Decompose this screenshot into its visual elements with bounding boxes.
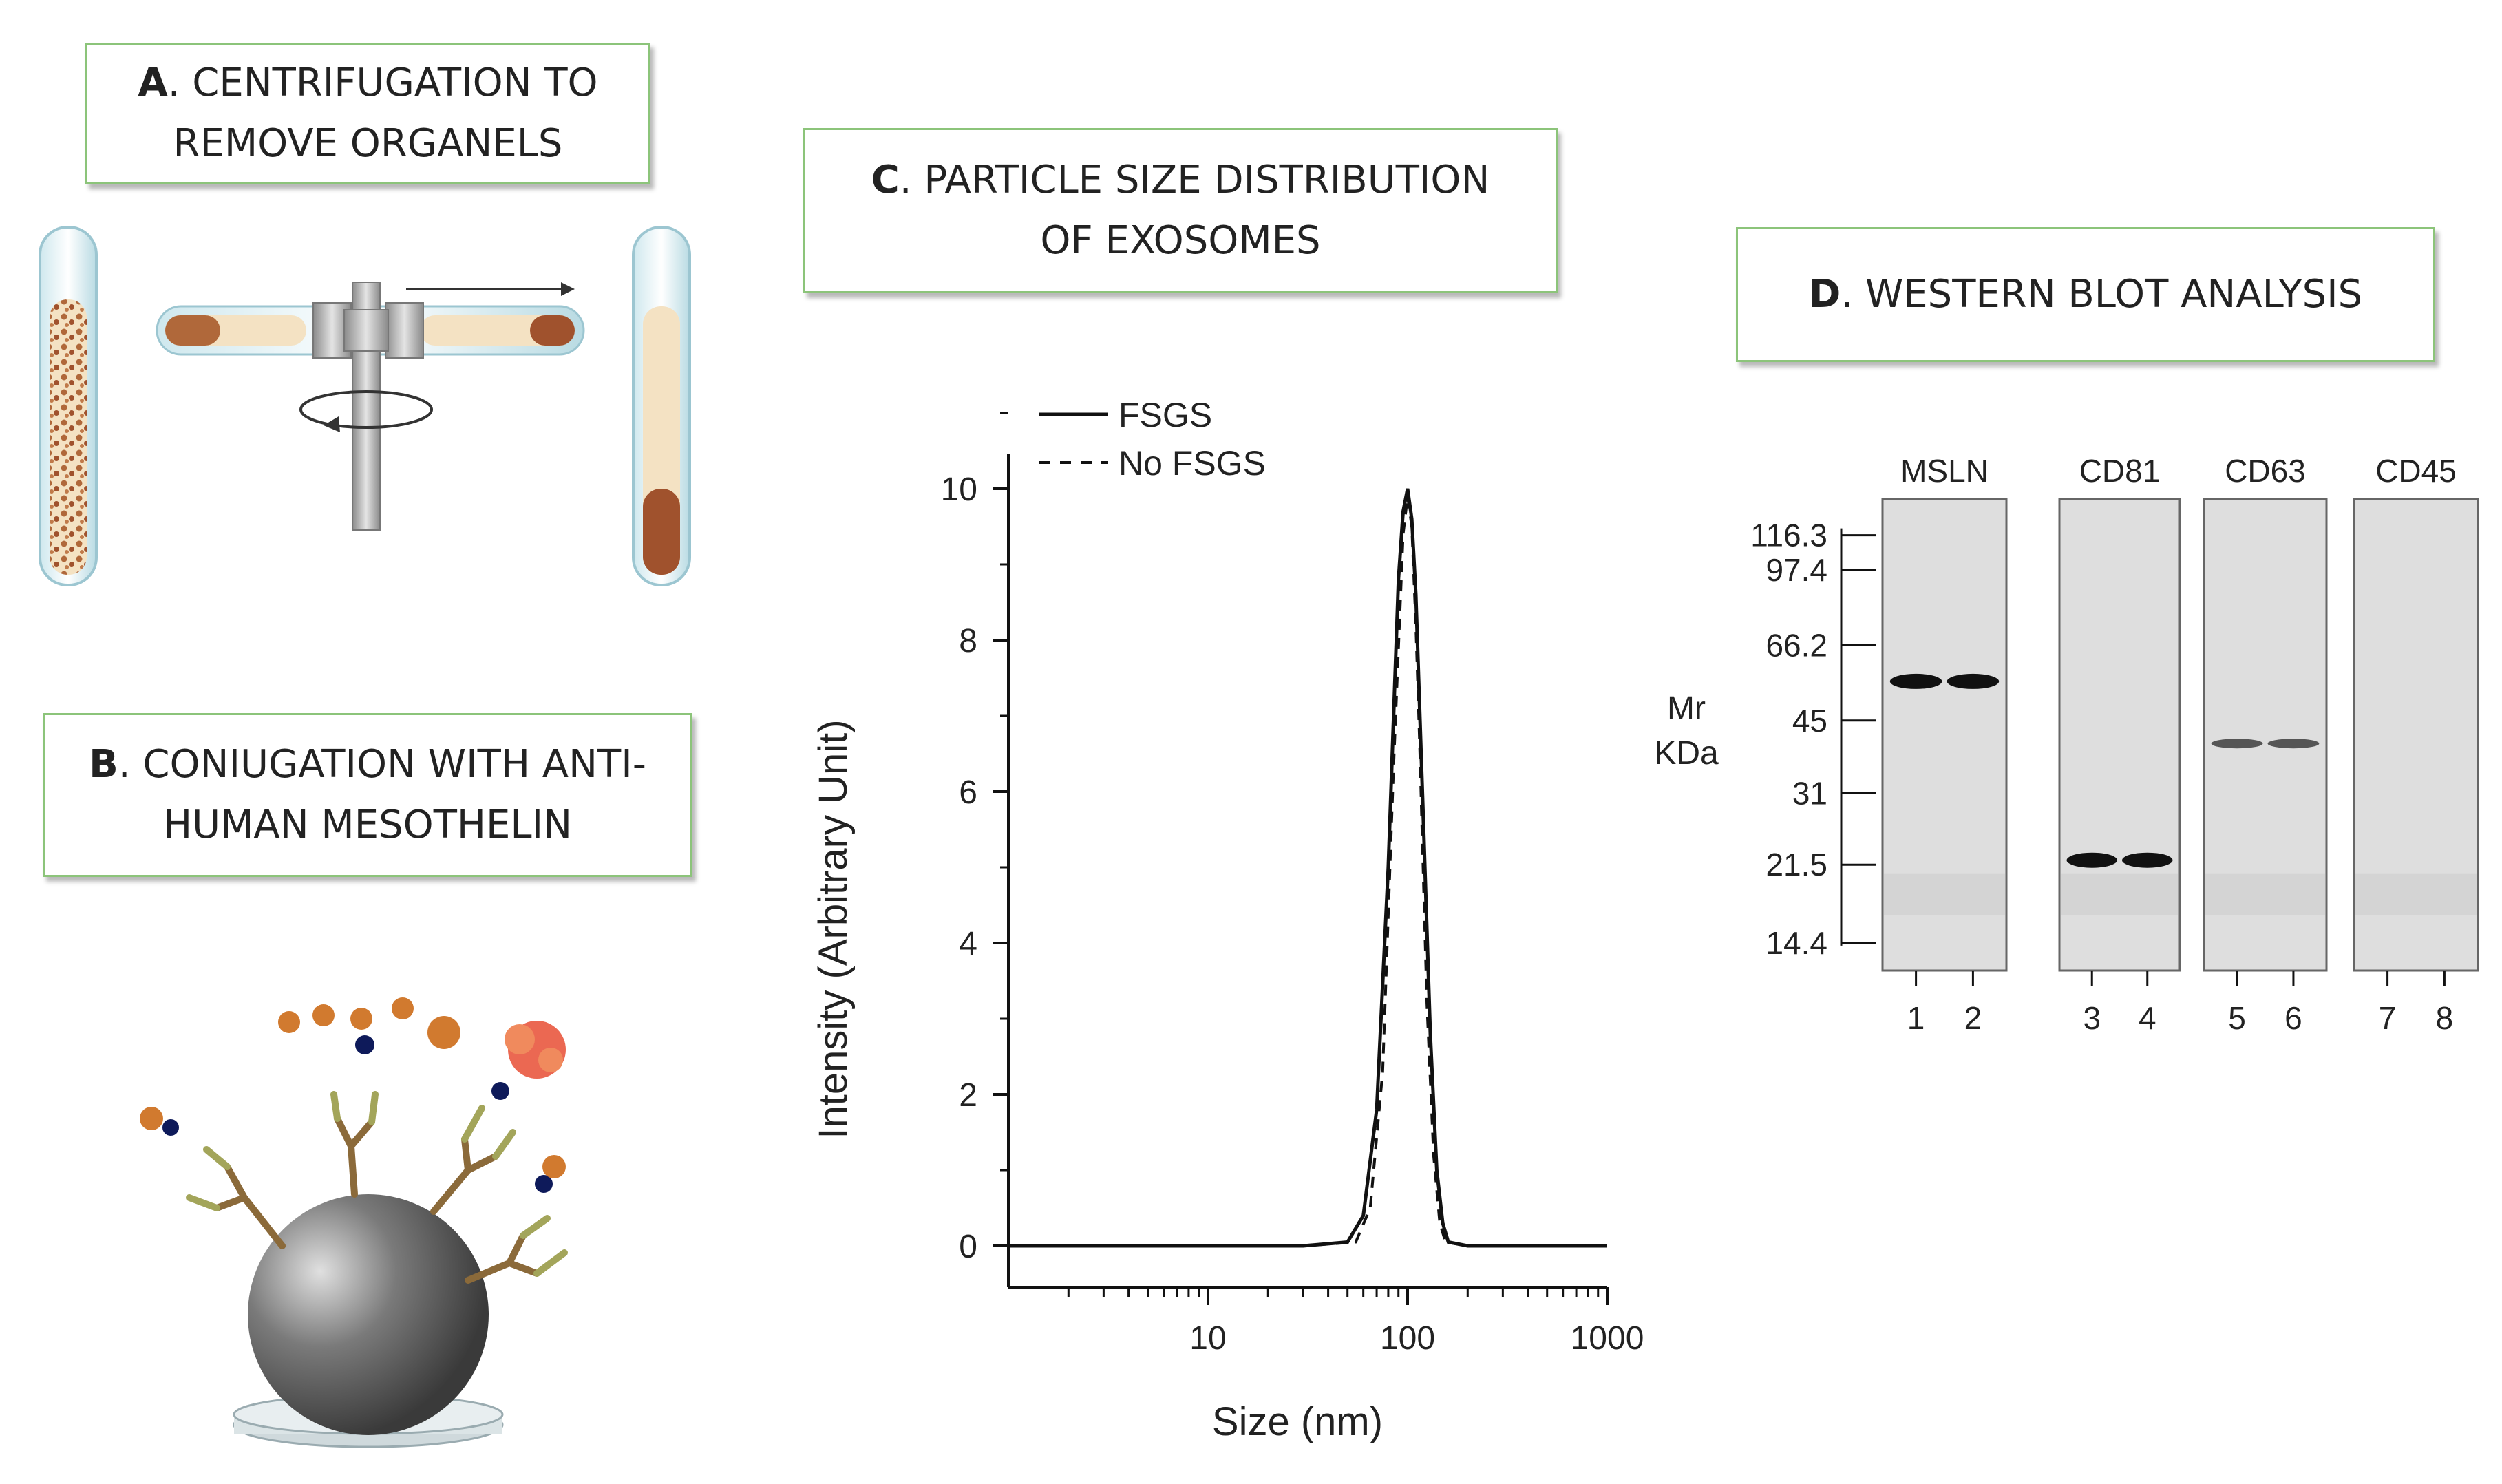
- ladder-marker-label: 31: [1792, 775, 1827, 811]
- panel-a-title-line1: A. CENTRIFUGATION TO: [138, 61, 598, 105]
- panel-b-title: B. CONIUGATION WITH ANTI- HUMAN MESOTHEL…: [43, 713, 692, 877]
- y-tick-label: 8: [959, 623, 977, 659]
- lane-number: 5: [2228, 1000, 2246, 1036]
- blot-msln: MSLN 1 2: [1881, 453, 2008, 1036]
- mr-label: Mr: [1667, 690, 1706, 727]
- arrow-right-icon: [406, 282, 575, 296]
- x-tick-label: 10: [1189, 1320, 1226, 1357]
- ladder-marker-label: 21.5: [1766, 847, 1827, 882]
- panel-c-title-line2: OF EXOSOMES: [1040, 218, 1321, 263]
- blot-background-streak: [2061, 873, 2178, 915]
- x-tick-label: 100: [1380, 1320, 1435, 1357]
- panel-a-title: A. CENTRIFUGATION TO REMOVE ORGANELS: [85, 43, 650, 184]
- blot-label: CD45: [2375, 453, 2457, 489]
- lane-number: 4: [2139, 1000, 2156, 1036]
- panel-d-letter: D: [1808, 272, 1841, 317]
- y-tick-label: 0: [959, 1229, 977, 1265]
- panel-b-letter: B: [89, 742, 118, 787]
- centrifuge-rotor-icon: [156, 282, 585, 531]
- magnetic-bead-icon: [248, 1194, 489, 1435]
- blot-label: CD63: [2225, 453, 2306, 489]
- blot-cd45: CD45 7 8: [2353, 453, 2479, 1036]
- x-axis-label: Size (nm): [1212, 1399, 1383, 1444]
- mesothelin-target-icon: [505, 1021, 566, 1079]
- panel-a-letter: A: [138, 61, 168, 105]
- series-line-fsgs: [1008, 488, 1607, 1248]
- lane-number: 1: [1907, 1000, 1925, 1036]
- series-line-no-fsgs: [1008, 496, 1607, 1247]
- chart-series: [1008, 488, 1607, 1248]
- blot-panels: MSLN 1 2 CD81 3 4 CD63 5 6 CD45 7 8: [1881, 453, 2479, 1036]
- y-tick-label: 10: [941, 471, 977, 508]
- blot-band: [1947, 673, 2000, 689]
- ladder-marker-label: 45: [1792, 703, 1827, 739]
- x-tick-label: 1000: [1571, 1320, 1644, 1357]
- centrifuge-illustration: [39, 226, 691, 586]
- bead-antibody-illustration: [140, 997, 568, 1448]
- rotation-arrow-icon: [299, 390, 433, 432]
- panel-c-letter: C: [871, 158, 900, 202]
- blot-band: [2122, 852, 2173, 868]
- blot-band: [2066, 852, 2117, 868]
- blot-background-streak: [2355, 873, 2477, 915]
- panel-d-title-line1: D. WESTERN BLOT ANALYSIS: [1808, 272, 2363, 317]
- ladder-marker-label: 97.4: [1766, 552, 1827, 588]
- y-tick-label: 6: [959, 774, 977, 811]
- lane-number: 8: [2436, 1000, 2454, 1036]
- kda-label: KDa: [1654, 735, 1719, 772]
- blot-background-streak: [1884, 873, 2005, 915]
- legend-label-no-fsgs: No FSGS: [1119, 444, 1266, 483]
- panel-d-title: D. WESTERN BLOT ANALYSIS: [1736, 227, 2435, 362]
- blot-label: CD81: [2079, 453, 2161, 489]
- blot-band: [2211, 739, 2263, 749]
- lane-number: 2: [1964, 1000, 1982, 1036]
- panel-c-title: C. PARTICLE SIZE DISTRIBUTION OF EXOSOME…: [803, 128, 1558, 293]
- ladder-marker-label: 116.3: [1750, 518, 1827, 553]
- panel-b-title-line2: HUMAN MESOTHELIN: [162, 803, 573, 847]
- blot-label: MSLN: [1900, 453, 1989, 489]
- ladder-marker-label: 14.4: [1766, 925, 1827, 961]
- antibody-icons: [186, 1091, 568, 1284]
- blot-band: [2267, 739, 2320, 749]
- y-tick-label: 4: [959, 926, 977, 962]
- panel-a-title-line2: REMOVE ORGANELS: [173, 121, 563, 166]
- chart-legend: FSGS No FSGS: [1039, 396, 1266, 483]
- blot-cd63: CD63 5 6: [2203, 453, 2328, 1036]
- tube-after-icon: [632, 226, 691, 586]
- antigen-icons: [140, 997, 566, 1193]
- blot-cd81: CD81 3 4: [2058, 453, 2181, 1036]
- chart-axes: 0 2 4 6 8 10 10 100 1000: [941, 412, 1644, 1357]
- y-tick-label: 2: [959, 1077, 977, 1114]
- lane-number: 3: [2083, 1000, 2101, 1036]
- panel-b-title-line1: B. CONIUGATION WITH ANTI-: [89, 742, 646, 787]
- panel-c-title-line1: C. PARTICLE SIZE DISTRIBUTION: [871, 158, 1490, 202]
- molecular-weight-ladder: 116.397.4 66.2 45 31 21.5 14.4: [1750, 518, 1876, 961]
- lane-number: 7: [2379, 1000, 2397, 1036]
- ladder-marker-label: 66.2: [1766, 627, 1827, 663]
- blot-background-streak: [2205, 873, 2325, 915]
- legend-label-fsgs: FSGS: [1119, 396, 1212, 434]
- y-axis-label: Intensity (Arbitrary Unit): [811, 719, 856, 1138]
- lane-number: 6: [2284, 1000, 2302, 1036]
- blot-band: [1889, 673, 1942, 689]
- tube-before-icon: [39, 226, 98, 586]
